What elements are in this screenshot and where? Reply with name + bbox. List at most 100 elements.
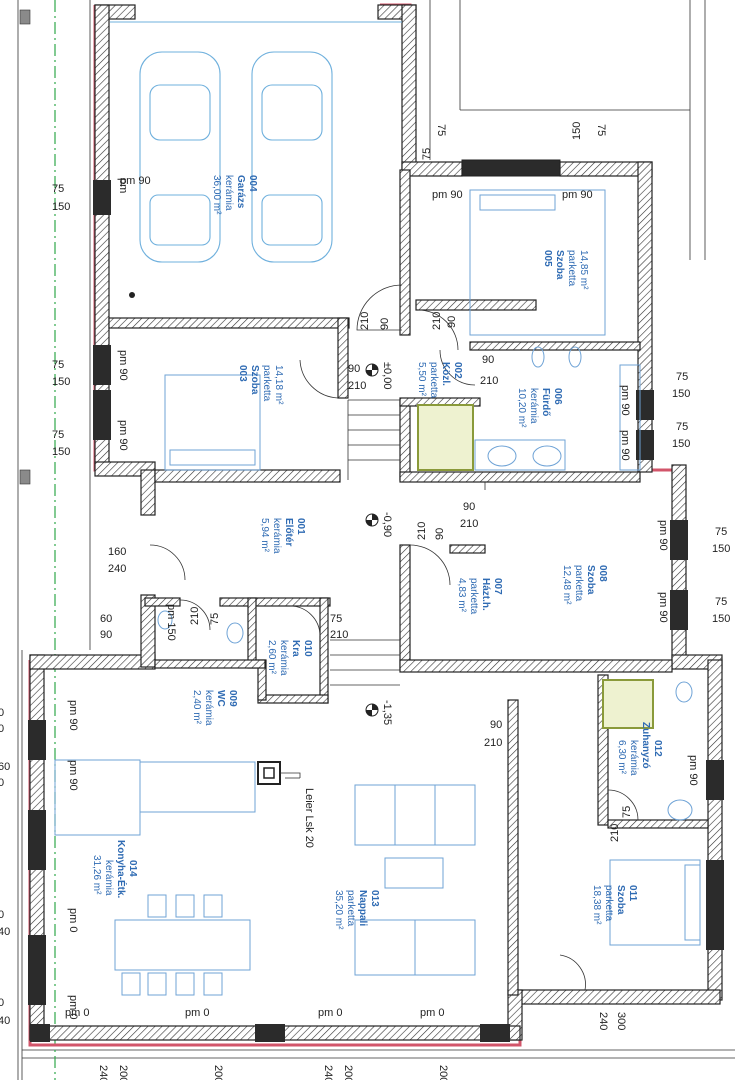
room-number: 009	[227, 690, 238, 707]
svg-text:pm 90: pm 90	[657, 592, 669, 623]
svg-text:210: 210	[431, 312, 443, 330]
svg-text:200: 200	[212, 1065, 224, 1080]
room-area: 14,85 m²	[578, 250, 589, 290]
room-name: Közl.	[440, 362, 451, 386]
room-area: 2,60 m²	[266, 640, 277, 675]
svg-text:300: 300	[615, 1012, 627, 1030]
room-number: 001	[295, 518, 306, 535]
room-floor: kerámia	[528, 388, 539, 424]
svg-text:210: 210	[460, 518, 478, 530]
svg-text:75: 75	[435, 124, 447, 136]
svg-text:90: 90	[463, 501, 475, 513]
room-area: 10,20 m²	[516, 388, 527, 428]
svg-text:210: 210	[484, 737, 502, 749]
svg-text:75: 75	[676, 421, 688, 433]
svg-text:pm 90: pm 90	[117, 420, 129, 451]
svg-text:pm 90: pm 90	[120, 175, 151, 187]
svg-text:90: 90	[348, 363, 360, 375]
svg-text:pm 90: pm 90	[67, 760, 79, 791]
svg-text:150: 150	[712, 543, 730, 555]
svg-text:150: 150	[52, 201, 70, 213]
room-area: 31,26 m²	[91, 855, 102, 895]
room-area: 18,38 m²	[591, 885, 602, 925]
svg-text:75: 75	[715, 596, 727, 608]
room-label-003: 003 Szoba parketta 14,18 m²	[237, 365, 284, 405]
room-floor: parketta	[261, 365, 272, 402]
dimensions-vertical: 75 75 150 75 210 90 210 90 210 90 210 75…	[67, 122, 699, 1080]
room-number: 006	[552, 388, 563, 405]
svg-text:pm 90: pm 90	[619, 385, 631, 416]
room-number: 011	[627, 885, 638, 902]
svg-text:pm 90: pm 90	[687, 755, 699, 786]
room-floor: kerámia	[628, 740, 639, 776]
room-name: Garázs	[235, 175, 246, 209]
svg-text:240: 240	[108, 563, 126, 575]
svg-text:pm 90: pm 90	[619, 430, 631, 461]
room-area: 5,94 m²	[259, 518, 270, 553]
room-label-011: 011 Szoba parketta 18,38 m²	[591, 885, 638, 925]
garage-cars	[110, 21, 402, 298]
room-name: Előtér	[283, 518, 294, 546]
svg-text:210: 210	[416, 522, 428, 540]
room-floor: parketta	[573, 565, 584, 602]
room-area: 14,18 m²	[273, 365, 284, 405]
room-name: Nappali	[357, 890, 368, 926]
room-label-014: 014 Konyha-Étk. kerámia 31,26 m²	[91, 840, 138, 899]
svg-text:240: 240	[597, 1012, 609, 1030]
svg-text:0: 0	[0, 723, 4, 735]
room-name: Fürdő	[540, 388, 551, 416]
room-label-001: 001 Előtér kerámia 5,94 m²	[259, 518, 306, 554]
room-floor: parketta	[345, 890, 356, 927]
room-label-005: 005 Szoba parketta 14,85 m²	[542, 250, 589, 290]
svg-text:75: 75	[621, 806, 633, 818]
room-floor: kerámia	[103, 860, 114, 896]
room-area: 12,48 m²	[561, 565, 572, 605]
svg-text:150: 150	[672, 388, 690, 400]
room-label-010: 010 Kra kerámia 2,60 m²	[266, 640, 313, 676]
svg-text:210: 210	[330, 629, 348, 641]
svg-text:200: 200	[437, 1065, 449, 1080]
room-floor: parketta	[566, 250, 577, 287]
room-name: WC	[215, 690, 226, 707]
stone-marker	[19, 469, 31, 485]
svg-text:75: 75	[209, 613, 221, 625]
room-floor: kerámia	[203, 690, 214, 726]
svg-text:75: 75	[715, 526, 727, 538]
svg-text:pm 0: pm 0	[185, 1007, 209, 1019]
svg-text:pm 0: pm 0	[420, 1007, 444, 1019]
svg-text:75: 75	[52, 359, 64, 371]
svg-text:90: 90	[100, 629, 112, 641]
room-name: Konyha-Étk.	[115, 840, 128, 899]
room-floor: kerámia	[278, 640, 289, 676]
svg-text:0: 0	[0, 997, 4, 1009]
svg-text:240: 240	[322, 1065, 334, 1080]
svg-text:150: 150	[52, 446, 70, 458]
svg-text:240: 240	[97, 1065, 109, 1080]
svg-text:75: 75	[595, 124, 607, 136]
room-number: 002	[452, 362, 463, 379]
stairs	[330, 399, 400, 686]
room-floor: kerámia	[271, 518, 282, 554]
svg-text:75: 75	[52, 183, 64, 195]
room-name: Szoba	[615, 885, 626, 915]
room-label-006: 006 Fürdő kerámia 10,20 m²	[516, 388, 563, 428]
svg-text:210: 210	[359, 312, 371, 330]
svg-text:pm 90: pm 90	[67, 700, 79, 731]
room-label-008: 008 Szoba parketta 12,48 m²	[561, 565, 608, 605]
svg-text:90: 90	[379, 318, 391, 330]
room-floor: parketta	[468, 578, 479, 615]
svg-text:pm 90: pm 90	[657, 520, 669, 551]
svg-text:75: 75	[330, 613, 342, 625]
room-number: 012	[652, 740, 663, 757]
room-number: 014	[127, 860, 138, 877]
room-number: 013	[369, 890, 380, 907]
room-name: Szoba	[554, 250, 565, 280]
room-label-013: 013 Nappali parketta 35,20 m²	[333, 890, 380, 930]
svg-text:pm 0: pm 0	[67, 995, 79, 1019]
svg-text:90: 90	[446, 316, 458, 328]
svg-text:0: 0	[0, 777, 4, 789]
svg-text:160: 160	[108, 546, 126, 558]
chimney	[257, 761, 301, 785]
room-name: Szoba	[585, 565, 596, 595]
